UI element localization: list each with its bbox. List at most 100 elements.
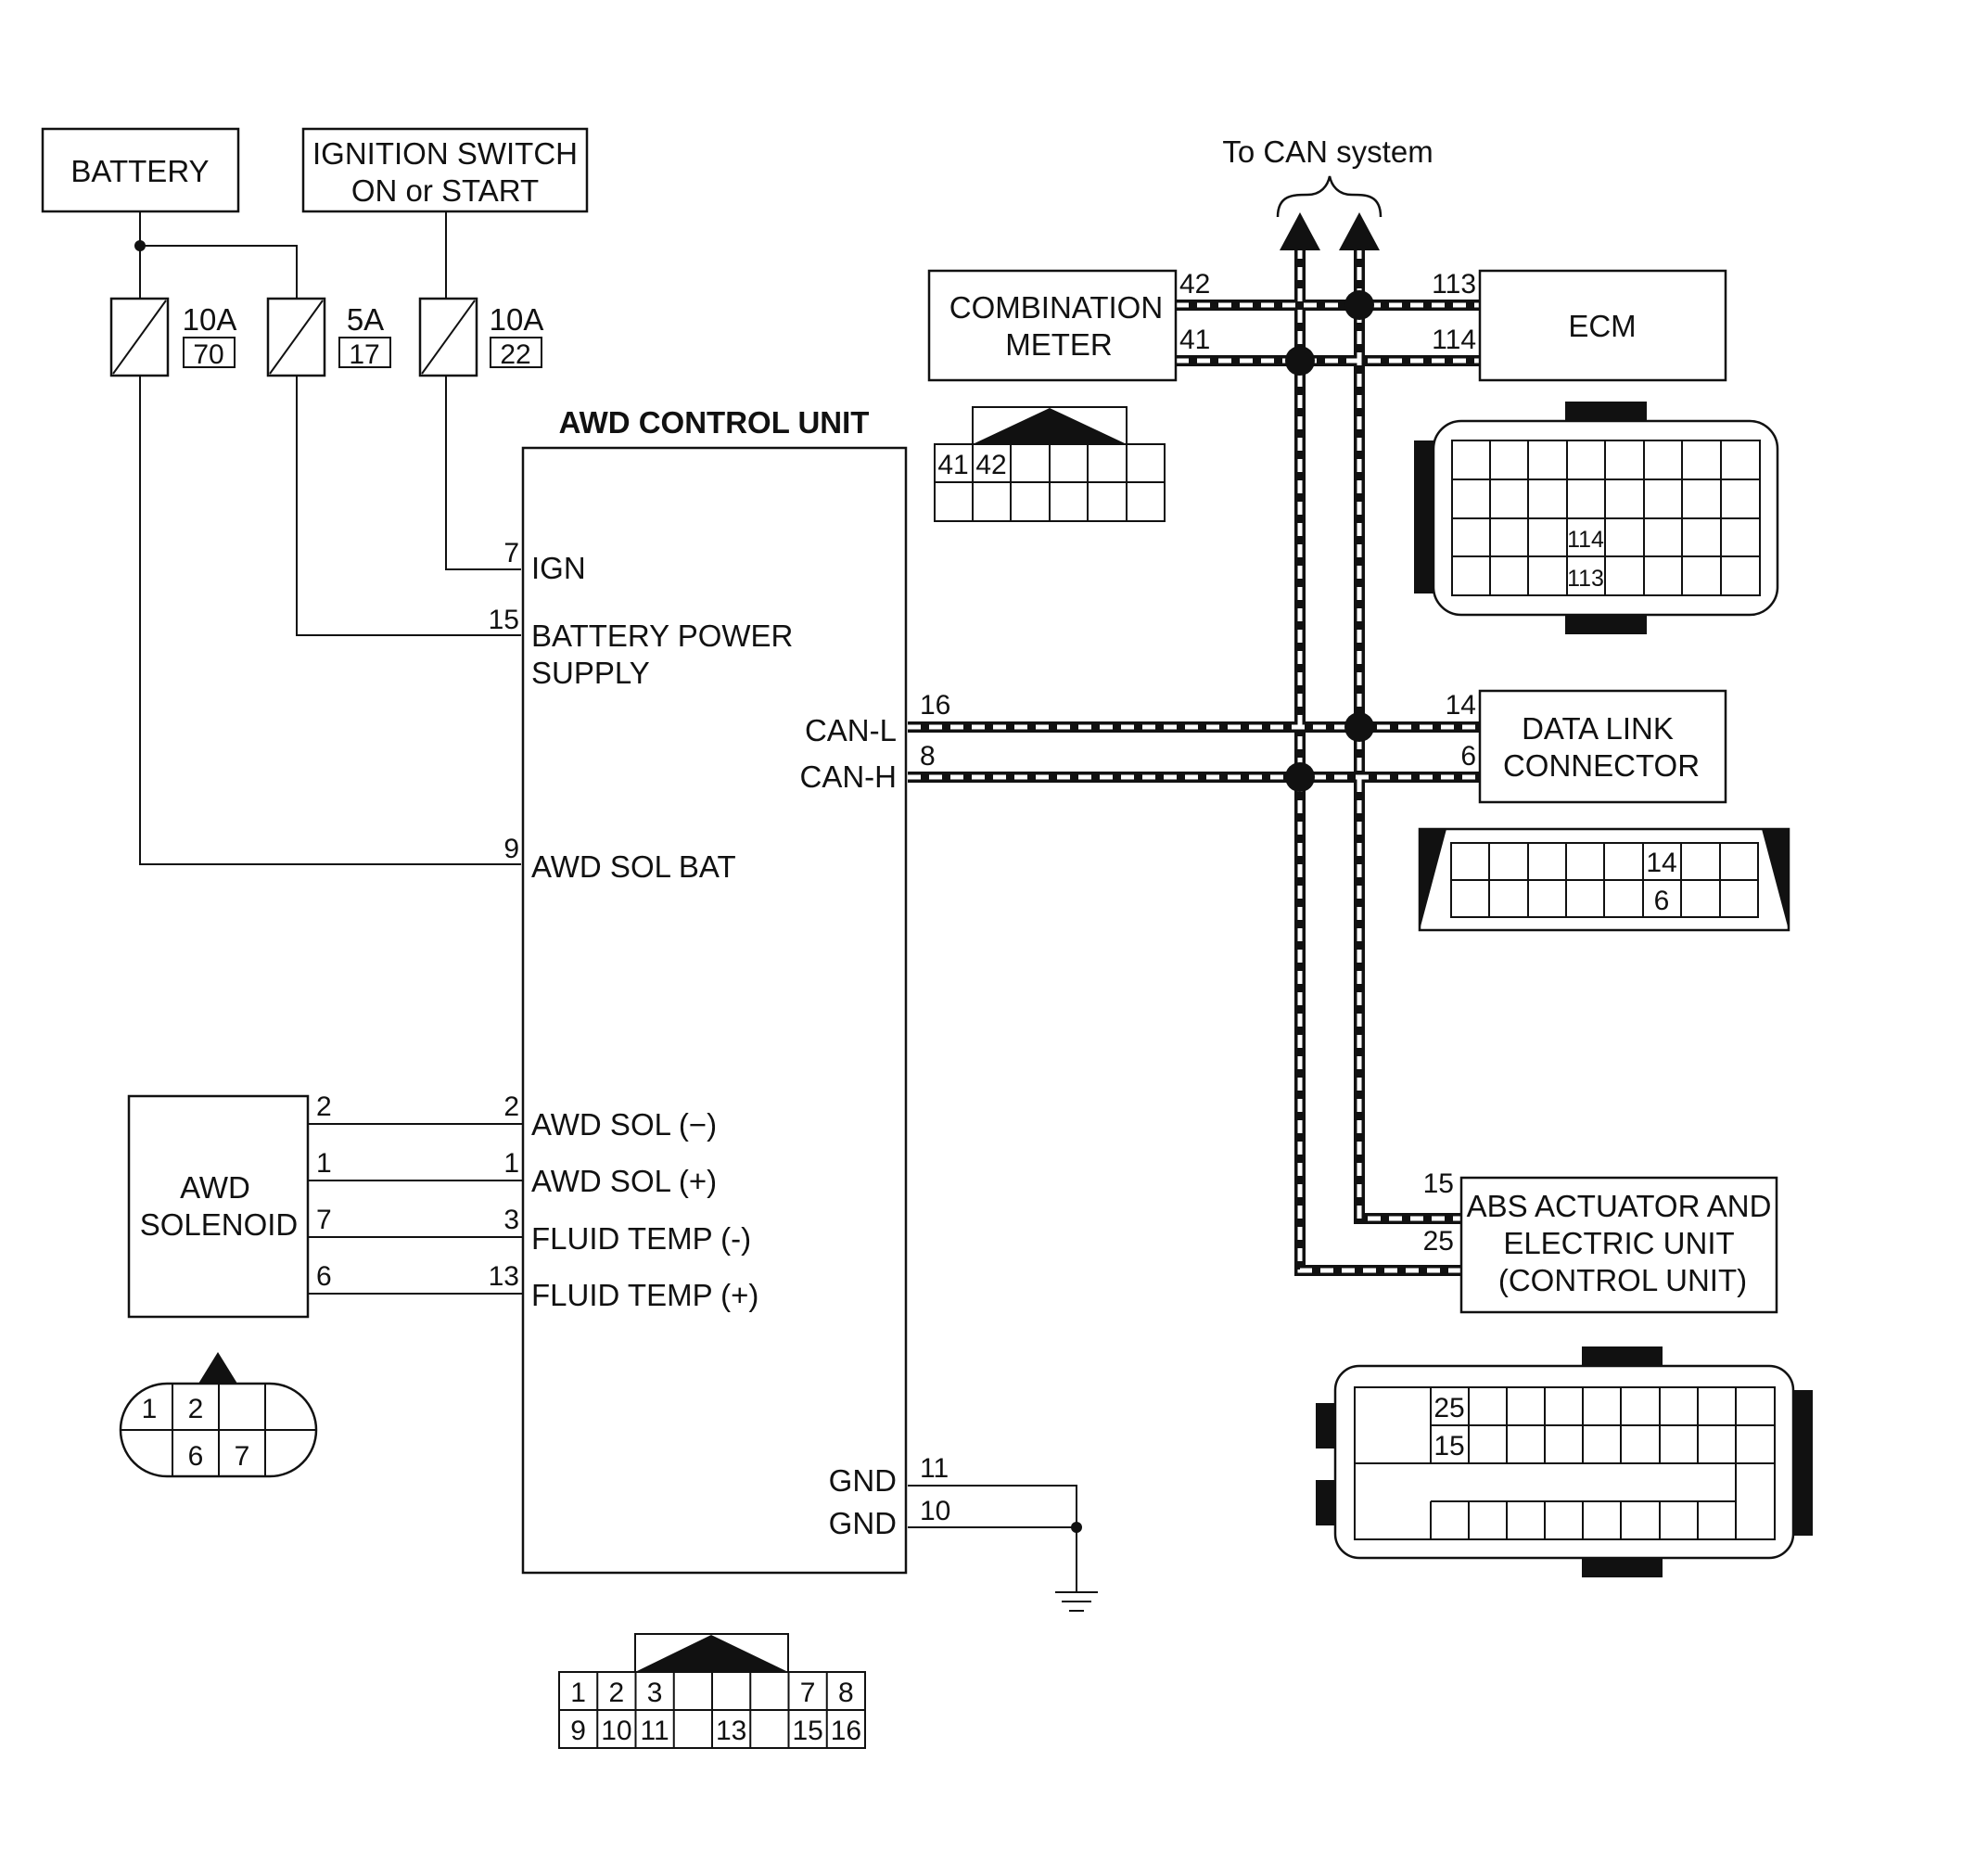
- pin-gnd-10-label: GND: [829, 1506, 897, 1540]
- can-system-label: To CAN system: [1222, 134, 1433, 169]
- pin-awd-sol-pos-label: AWD SOL (+): [531, 1164, 717, 1198]
- cm-cell-41: 41: [937, 450, 968, 480]
- data-link-label1: DATA LINK: [1522, 711, 1674, 746]
- awd-solenoid-label1: AWD: [180, 1170, 250, 1205]
- solenoid-cell-1: 1: [142, 1394, 158, 1424]
- solenoid-cell-6: 6: [188, 1441, 204, 1472]
- ecm-cell-114: 114: [1567, 527, 1604, 553]
- ecm-label: ECM: [1568, 309, 1636, 343]
- pin-fluid-temp-pos-label: FLUID TEMP (+): [531, 1278, 758, 1312]
- solenoid-pin-1: 1: [316, 1148, 332, 1179]
- data-link-pin-6: 6: [1460, 741, 1476, 772]
- abs-pin-15: 15: [1423, 1168, 1454, 1199]
- power-wires: [139, 211, 521, 865]
- solenoid-cell-7: 7: [235, 1441, 250, 1472]
- combination-meter-pin-42: 42: [1179, 269, 1210, 300]
- pin-ign-number: 7: [503, 538, 519, 568]
- awd-connector-cell-top-2: 3: [647, 1678, 663, 1708]
- ground-junction: [1071, 1522, 1082, 1533]
- abs-cell-15: 15: [1433, 1431, 1464, 1461]
- pin-awd-sol-bat-label: AWD SOL BAT: [531, 849, 736, 884]
- awd-connector-cell-top-1: 2: [609, 1678, 625, 1708]
- pin-gnd-11-label: GND: [829, 1463, 897, 1498]
- ecm-pin-114: 114: [1432, 325, 1476, 355]
- awd-connector-cell-bottom-1: 10: [601, 1716, 631, 1746]
- ecm: ECM 113 114: [1432, 269, 1727, 382]
- battery-label: BATTERY: [70, 154, 209, 188]
- fuse-70-number: 70: [193, 339, 223, 370]
- ecm-pin-113: 113: [1432, 269, 1476, 300]
- pin-fluid-temp-pos-number: 13: [489, 1261, 519, 1292]
- ignition-label-line1: IGNITION SWITCH: [312, 136, 578, 171]
- fuse-17: 5A 17: [266, 297, 391, 377]
- combination-meter: COMBINATION METER 42 41: [927, 269, 1210, 382]
- abs-label2: ELECTRIC UNIT: [1503, 1226, 1734, 1260]
- data-link-connector-shape: 14 6: [1418, 827, 1790, 932]
- pin-gnd-10-number: 10: [920, 1496, 950, 1526]
- awd-connector-cell-top-7: 8: [838, 1678, 854, 1708]
- fuse-17-rating: 5A: [347, 302, 384, 337]
- fuse-22: 10A 22: [418, 297, 544, 377]
- awd-control-unit-title: AWD CONTROL UNIT: [559, 405, 870, 440]
- abs-label3: (CONTROL UNIT): [1498, 1263, 1747, 1297]
- pin-awd-sol-pos-number: 1: [503, 1148, 519, 1179]
- solenoid-pin-7: 7: [316, 1205, 332, 1235]
- awd-solenoid: AWD SOLENOID 2 1 7 6: [127, 1091, 332, 1319]
- awd-connector-cell-top-6: 7: [800, 1678, 816, 1708]
- data-link-pin-14: 14: [1446, 690, 1476, 721]
- fuse-17-number: 17: [349, 339, 379, 370]
- awd-connector-cell-bottom-4: 13: [716, 1716, 746, 1746]
- pin-awd-sol-neg-label: AWD SOL (−): [531, 1107, 717, 1142]
- cm-cell-42: 42: [975, 450, 1006, 480]
- awd-connector-cell-bottom-7: 16: [831, 1716, 861, 1746]
- pin-can-l-number: 16: [920, 690, 950, 721]
- combination-meter-label1: COMBINATION: [949, 290, 1163, 325]
- awd-solenoid-label2: SOLENOID: [140, 1207, 299, 1242]
- solenoid-pin-6: 6: [316, 1261, 332, 1292]
- battery-junction: [134, 240, 146, 251]
- pin-battery-power-label2: SUPPLY: [531, 656, 650, 690]
- combination-meter-label2: METER: [1005, 327, 1113, 362]
- data-link-label2: CONNECTOR: [1503, 748, 1700, 783]
- abs-cell-25: 25: [1433, 1393, 1464, 1423]
- fuse-22-number: 22: [500, 339, 530, 370]
- ecm-cell-113: 113: [1567, 566, 1604, 592]
- ignition-switch-box: IGNITION SWITCH ON or START: [301, 127, 589, 213]
- ground-wiring: [908, 1485, 1098, 1612]
- pin-can-h-label: CAN-H: [800, 759, 898, 794]
- combination-meter-pin-41: 41: [1179, 325, 1210, 355]
- awd-connector-cell-bottom-2: 11: [641, 1716, 669, 1746]
- abs-connector: 25 15: [1316, 1346, 1813, 1577]
- pin-can-l-label: CAN-L: [805, 713, 897, 747]
- solenoid-wires: [308, 1123, 523, 1295]
- solenoid-pin-2: 2: [316, 1091, 332, 1122]
- can-system-label-group: To CAN system: [1222, 134, 1433, 218]
- awd-connector-cell-bottom-0: 9: [570, 1716, 586, 1746]
- pin-battery-power-number: 15: [489, 605, 519, 635]
- pin-can-h-number: 8: [920, 741, 936, 772]
- battery-box: BATTERY: [41, 127, 240, 213]
- data-link-connector: DATA LINK CONNECTOR 14 6: [1446, 689, 1727, 804]
- fuse-22-rating: 10A: [490, 302, 544, 337]
- ignition-label-line2: ON or START: [351, 173, 539, 208]
- pin-fluid-temp-neg-label: FLUID TEMP (-): [531, 1221, 751, 1256]
- abs-pin-25: 25: [1423, 1226, 1454, 1257]
- awd-control-unit: AWD CONTROL UNIT 7 IGN 15 BATTERY POWER …: [489, 405, 950, 1575]
- awd-solenoid-connector: 1 2 6 7: [119, 1352, 318, 1478]
- abs-label1: ABS ACTUATOR AND: [1467, 1189, 1772, 1223]
- ecm-connector: 114 113: [1414, 402, 1779, 634]
- dlc-cell-6: 6: [1654, 886, 1670, 916]
- solenoid-cell-2: 2: [188, 1394, 204, 1424]
- can-bus-wiring: [908, 212, 1480, 1276]
- fuse-70: 10A 70: [109, 297, 237, 377]
- pin-fluid-temp-neg-number: 3: [503, 1205, 519, 1235]
- awd-connector-cell-bottom-6: 15: [792, 1716, 822, 1746]
- fuse-70-rating: 10A: [183, 302, 237, 337]
- pin-awd-sol-bat-number: 9: [503, 834, 519, 864]
- pin-awd-sol-neg-number: 2: [503, 1091, 519, 1122]
- awd-connector-cell-top-0: 1: [570, 1678, 586, 1708]
- combination-meter-connector: 41 42: [934, 406, 1166, 522]
- pin-gnd-11-number: 11: [920, 1453, 949, 1484]
- abs-actuator: ABS ACTUATOR AND ELECTRIC UNIT (CONTROL …: [1423, 1168, 1778, 1314]
